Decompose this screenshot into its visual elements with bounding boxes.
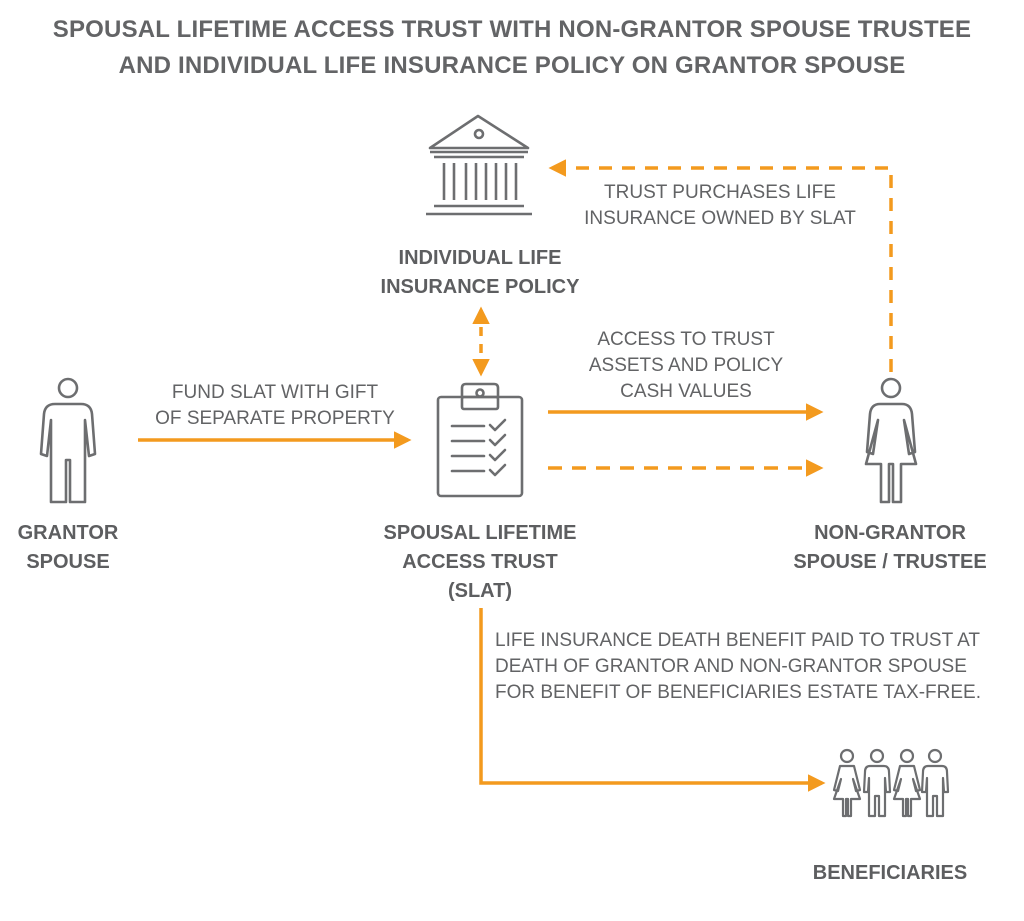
- purchase-flow-text: TRUST PURCHASES LIFE INSURANCE OWNED BY …: [560, 180, 880, 232]
- access-flow-text-line-2: ASSETS AND POLICY: [588, 355, 784, 376]
- beneficiaries-label: BENEFICIARIES: [770, 859, 1010, 888]
- grantor-label-line-2: SPOUSE: [26, 551, 110, 573]
- access-flow-text: ACCESS TO TRUST ASSETS AND POLICY CASH V…: [550, 327, 822, 405]
- diagram-title-line-2: AND INDIVIDUAL LIFE INSURANCE POLICY ON …: [118, 52, 906, 79]
- non-grantor-label-line-1: NON-GRANTOR: [814, 522, 966, 544]
- non-grantor-label: NON-GRANTOR SPOUSE / TRUSTEE: [770, 519, 1010, 577]
- slat-label-line-3: (SLAT): [447, 580, 513, 602]
- slat-label-line-2: ACCESS TRUST: [402, 551, 558, 573]
- male-person-icon: [39, 377, 97, 504]
- purchase-flow-text-line-2: INSURANCE OWNED BY SLAT: [584, 208, 856, 229]
- policy-label-line-1: INDIVIDUAL LIFE: [398, 247, 562, 269]
- death-benefit-flow-text-line-3: FOR BENEFIT OF BENEFICIARIES ESTATE TAX-…: [495, 682, 981, 703]
- purchase-flow-text-line-1: TRUST PURCHASES LIFE: [604, 182, 836, 203]
- non-grantor-label-line-2: SPOUSE / TRUSTEE: [793, 551, 987, 573]
- death-benefit-arrow: [479, 608, 826, 792]
- bank-building-icon: [426, 114, 532, 216]
- family-group-icon: [832, 748, 950, 818]
- beneficiaries-label-line-1: BENEFICIARIES: [812, 862, 968, 884]
- clipboard-checklist-icon: [436, 382, 524, 498]
- death-benefit-flow-text-line-2: DEATH OF GRANTOR AND NON-GRANTOR SPOUSE: [495, 656, 967, 677]
- death-benefit-flow-text: LIFE INSURANCE DEATH BENEFIT PAID TO TRU…: [495, 628, 1015, 706]
- diagram-title-line-1: SPOUSAL LIFETIME ACCESS TRUST WITH NON-G…: [52, 16, 972, 43]
- female-person-icon: [864, 377, 918, 504]
- death-benefit-flow-text-line-1: LIFE INSURANCE DEATH BENEFIT PAID TO TRU…: [495, 630, 980, 651]
- grantor-label: GRANTOR SPOUSE: [0, 519, 136, 577]
- slat-label: SPOUSAL LIFETIME ACCESS TRUST (SLAT): [340, 519, 620, 606]
- fund-flow-text-line-2: OF SEPARATE PROPERTY: [155, 408, 395, 429]
- grantor-label-line-1: GRANTOR: [17, 522, 119, 544]
- policy-label: INDIVIDUAL LIFE INSURANCE POLICY: [330, 244, 630, 302]
- fund-flow-text-line-1: FUND SLAT WITH GIFT: [171, 382, 379, 403]
- policy-label-line-2: INSURANCE POLICY: [380, 276, 580, 298]
- slat-label-line-1: SPOUSAL LIFETIME: [383, 522, 577, 544]
- access-flow-text-line-1: ACCESS TO TRUST: [597, 329, 775, 350]
- access-flow-text-line-3: CASH VALUES: [620, 381, 752, 402]
- fund-flow-text: FUND SLAT WITH GIFT OF SEPARATE PROPERTY: [140, 380, 410, 432]
